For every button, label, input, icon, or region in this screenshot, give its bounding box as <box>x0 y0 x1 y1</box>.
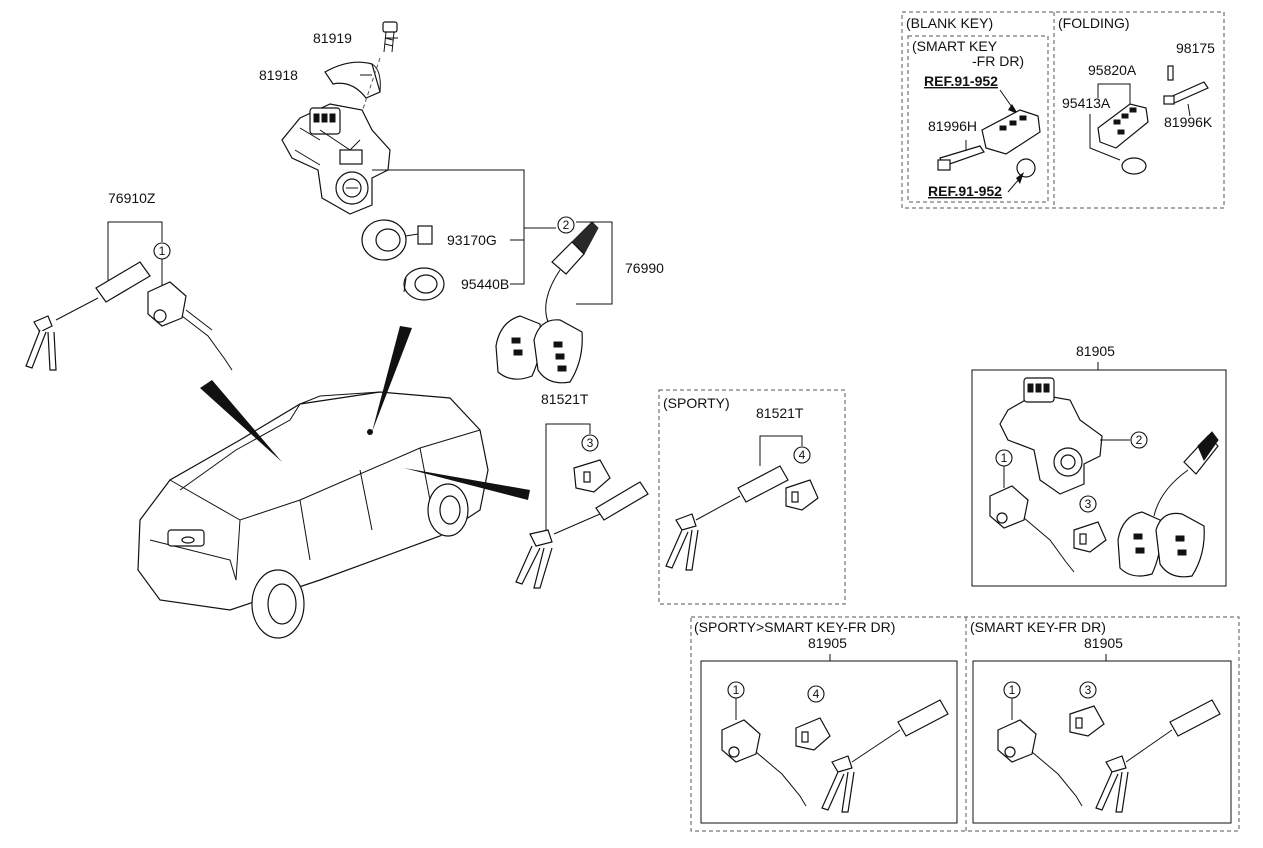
callout-3-smart <box>1079 681 1097 699</box>
label-81905-smart: 81905 <box>1084 635 1123 651</box>
81905-smart-box <box>972 660 1232 824</box>
bolt-81919-drawing <box>382 21 398 53</box>
callout-2-main-text: 2 <box>1136 433 1143 447</box>
callout-1-smart-text: 1 <box>1009 683 1016 697</box>
callout-2-top-text: 2 <box>563 218 570 232</box>
label-group-blank-key: (BLANK KEY) <box>906 15 993 31</box>
smart-key-fob-blank-drawing <box>937 109 1041 171</box>
label-group-smart-key-line2: -FR DR) <box>972 53 1024 69</box>
folding-key-fob-drawing <box>1097 81 1209 175</box>
label-98175: 98175 <box>1176 40 1215 56</box>
bottom-groups-box <box>690 616 1240 832</box>
door-lock-key-set-76910Z-drawing <box>25 261 233 371</box>
ref-91-952-top: REF.91-952 <box>924 73 998 89</box>
callout-4-sporty <box>793 446 811 464</box>
label-81918: 81918 <box>259 67 298 83</box>
callout-4-sporty-text: 4 <box>799 448 806 462</box>
81905-sporty-smart-contents-drawing: 1 4 <box>721 681 949 813</box>
label-81996K: 81996K <box>1164 114 1213 130</box>
label-95440B: 95440B <box>461 276 509 292</box>
label-76910Z: 76910Z <box>108 190 156 206</box>
callout-2-main <box>1130 431 1148 449</box>
sporty-key-set-drawing <box>665 465 819 571</box>
callout-1-main-text: 1 <box>1001 451 1008 465</box>
81905-main-contents-drawing: 2 1 3 <box>989 377 1219 578</box>
blank-key-group-box <box>901 11 1225 209</box>
81905-sporty-smart-box <box>700 660 958 824</box>
label-group-smart-fr-dr: (SMART KEY-FR DR) <box>970 619 1106 635</box>
callout-3-main-text: 3 <box>1085 497 1092 511</box>
callout-3-center <box>581 434 599 452</box>
pointer-wedge-door <box>200 380 282 462</box>
label-81521T: 81521T <box>541 391 589 407</box>
callout-1-sporty-smart-text: 1 <box>733 683 740 697</box>
callout-4-sporty-smart-text: 4 <box>813 687 820 701</box>
81905-smart-contents-drawing: 1 3 <box>997 681 1221 813</box>
label-95413A: 95413A <box>1062 95 1111 111</box>
label-group-sporty: (SPORTY) <box>663 395 730 411</box>
label-group-smart-key-line1: (SMART KEY <box>912 38 998 54</box>
smart-key-fobs-drawing <box>495 221 599 384</box>
clamp-81918-drawing <box>324 61 381 99</box>
pointer-wedge-tailgate <box>404 468 530 500</box>
label-76990: 76990 <box>625 260 664 276</box>
ref-91-952-bottom: REF.91-952 <box>928 183 1002 199</box>
callout-3-main <box>1079 495 1097 513</box>
callout-4-sporty-smart <box>807 685 825 703</box>
callout-3-center-text: 3 <box>587 436 594 450</box>
callout-2-top <box>557 216 575 234</box>
label-93170G: 93170G <box>447 232 497 248</box>
label-81905-main: 81905 <box>1076 343 1115 359</box>
label-81919: 81919 <box>313 30 352 46</box>
immobilizer-coil-93170G-drawing <box>361 219 433 261</box>
label-95820A: 95820A <box>1088 62 1137 78</box>
81905-main-box <box>971 369 1227 587</box>
callout-3-smart-text: 3 <box>1085 683 1092 697</box>
label-81996H: 81996H <box>928 118 977 134</box>
label-group-folding: (FOLDING) <box>1058 15 1130 31</box>
sporty-group-box <box>658 389 846 605</box>
label-group-sporty-smart: (SPORTY>SMART KEY-FR DR) <box>694 619 895 635</box>
label-81521T-sporty: 81521T <box>756 405 804 421</box>
vehicle-drawing <box>137 391 489 639</box>
ring-95440B-drawing <box>403 267 445 301</box>
label-81905-sporty-smart: 81905 <box>808 635 847 651</box>
callout-1-left-text: 1 <box>159 244 166 258</box>
smart-key-sub-box <box>907 35 1049 203</box>
tailgate-key-set-81521T-drawing <box>515 459 649 589</box>
pointer-wedge-ignition <box>372 326 412 432</box>
ignition-lock-assembly-drawing <box>281 103 391 215</box>
